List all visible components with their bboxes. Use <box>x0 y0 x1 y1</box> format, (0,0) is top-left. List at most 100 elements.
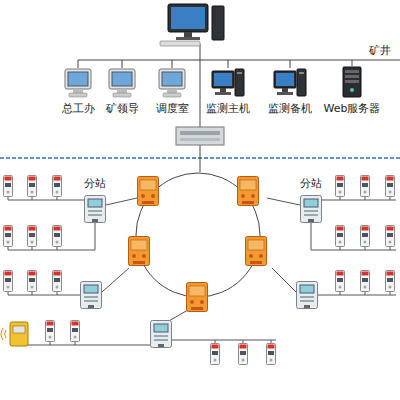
field-wires-part <box>95 223 96 250</box>
field-wires-part <box>340 197 341 200</box>
sensors-part <box>4 176 13 197</box>
field-wires-part <box>8 250 95 251</box>
field-wires-part <box>8 292 9 295</box>
field-wires-part <box>8 295 80 296</box>
field-wires-part <box>32 197 33 200</box>
network-wires-part <box>122 60 123 68</box>
sensors-part <box>386 226 395 247</box>
substations-part <box>297 282 318 309</box>
workstation-label: 监测备机 <box>266 101 314 116</box>
field-wires-part <box>318 295 396 296</box>
substations-part <box>85 196 106 223</box>
node-text: 总工办 <box>62 102 95 115</box>
wireless-reader-part <box>13 326 25 333</box>
top-computer-part <box>171 7 205 29</box>
sensors-part <box>336 176 345 197</box>
sensors-part <box>28 271 37 292</box>
sensors-part <box>361 271 370 292</box>
top-computer-part <box>160 41 200 46</box>
area-label: 矿井 <box>368 44 392 57</box>
sensors-part <box>4 271 13 292</box>
network-switch <box>176 127 224 145</box>
field-wires-part <box>311 250 396 251</box>
wireless-reader-part <box>1 328 3 340</box>
node-text: 分站 <box>300 177 322 190</box>
wireless-reader <box>1 322 28 346</box>
field-wires-part <box>50 342 51 345</box>
workstation-icons-part <box>212 69 244 96</box>
workstation-icons-part <box>343 67 361 97</box>
network-wires-part <box>78 60 79 68</box>
substation-label: 分站 <box>298 176 324 191</box>
field-wires-part <box>20 345 150 346</box>
field-wires-part <box>243 340 244 343</box>
top-computer-part <box>176 37 200 40</box>
workstation-label: 总工办 <box>60 101 97 116</box>
field-wires-part <box>365 292 366 295</box>
wireless-reader-part <box>5 330 7 338</box>
field-wires <box>8 197 396 345</box>
field-wires-part <box>102 268 129 292</box>
field-wires-part <box>57 292 58 295</box>
workstation-label: 矿领导 <box>104 101 141 116</box>
sensors-part <box>28 226 37 247</box>
node-text: 分站 <box>84 177 106 190</box>
sensors-part <box>336 271 345 292</box>
field-wires-part <box>322 200 396 201</box>
network-wires-part <box>290 60 291 68</box>
field-wires-part <box>75 342 76 345</box>
sensors-part <box>53 271 62 292</box>
server-label: Web服务器 <box>322 101 383 116</box>
ring-switches-part <box>138 177 159 206</box>
workstation-icons-part <box>274 69 306 96</box>
field-wires-part <box>172 340 276 341</box>
network-wires-part <box>200 60 201 127</box>
substation-label: 分站 <box>82 176 108 191</box>
network-switch-part <box>180 138 220 141</box>
field-wires-part <box>340 247 341 250</box>
workstation-icons-part <box>159 69 185 97</box>
workstation-label: 调度室 <box>154 101 191 116</box>
sensors-part <box>239 344 248 365</box>
network-wires <box>78 44 400 127</box>
substations-part <box>81 282 102 309</box>
ring-switches-part <box>246 237 267 266</box>
field-wires-part <box>390 197 391 200</box>
ring-switches-part <box>187 283 208 312</box>
node-text: 监测备机 <box>268 102 312 115</box>
workstation-icons-part <box>65 69 91 97</box>
ring-network-part <box>200 145 201 172</box>
network-wires-part <box>200 44 201 60</box>
sensors-part <box>386 176 395 197</box>
ring-switches-part <box>129 237 150 266</box>
field-wires-part <box>8 247 9 250</box>
node-text: Web服务器 <box>324 102 381 115</box>
substations <box>81 196 322 348</box>
node-text: 调度室 <box>156 102 189 115</box>
field-wires-part <box>267 198 300 205</box>
ring-network <box>136 145 260 297</box>
workstation-icons-part <box>109 69 135 97</box>
field-wires-part <box>8 197 9 200</box>
ring-network-part <box>136 173 260 297</box>
field-wires-part <box>57 247 58 250</box>
field-wires-part <box>32 247 33 250</box>
field-wires-part <box>390 247 391 250</box>
field-wires-part <box>311 223 312 250</box>
sensors <box>4 176 395 365</box>
network-wires-part <box>352 60 353 66</box>
sensors-part <box>53 176 62 197</box>
sensors-part <box>46 321 55 342</box>
field-wires-part <box>32 292 33 295</box>
workstation-label: 监测主机 <box>204 101 252 116</box>
field-wires-part <box>57 197 58 200</box>
sensors-part <box>28 176 37 197</box>
node-text: 监测主机 <box>206 102 250 115</box>
sensors-part <box>53 226 62 247</box>
network-wires-part <box>172 60 173 68</box>
network-switch-part <box>176 127 224 145</box>
node-text: 矿领导 <box>106 102 139 115</box>
ring-switches <box>129 177 267 312</box>
